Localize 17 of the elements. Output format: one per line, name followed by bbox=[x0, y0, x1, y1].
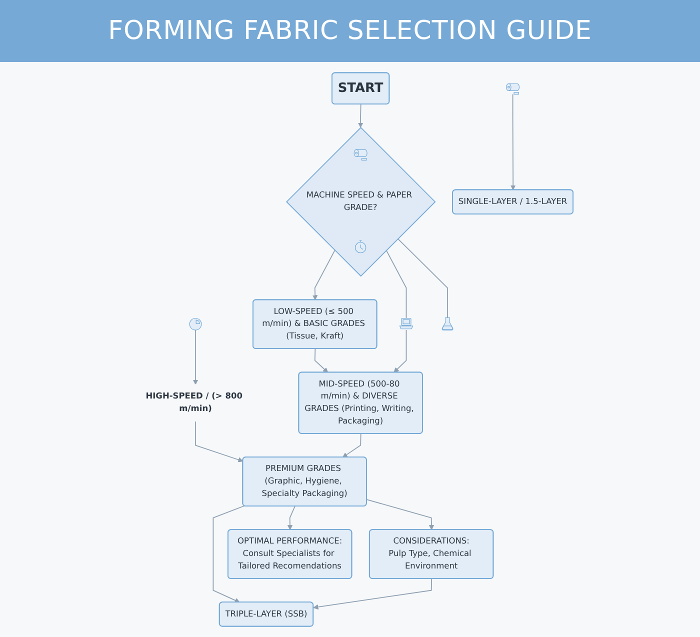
arrow bbox=[287, 506, 295, 530]
arrow bbox=[212, 505, 244, 603]
node-diamond: MACHINE SPEED & PAPER GRADE? bbox=[286, 126, 436, 277]
arrow bbox=[510, 94, 516, 190]
arrow bbox=[194, 420, 243, 462]
arrow bbox=[312, 578, 432, 610]
arrow bbox=[393, 330, 406, 373]
arrow bbox=[366, 499, 434, 530]
connector bbox=[386, 250, 406, 319]
arrow bbox=[192, 330, 198, 385]
arrow bbox=[312, 250, 335, 300]
arrow bbox=[342, 433, 361, 458]
node-text: HIGH-SPEED / (> 800 m/min) bbox=[145, 392, 242, 414]
connector bbox=[397, 238, 448, 319]
title: FORMING FABRIC SELECTION GUIDE bbox=[0, 0, 700, 62]
arrow bbox=[314, 348, 328, 373]
arrow bbox=[358, 104, 363, 128]
